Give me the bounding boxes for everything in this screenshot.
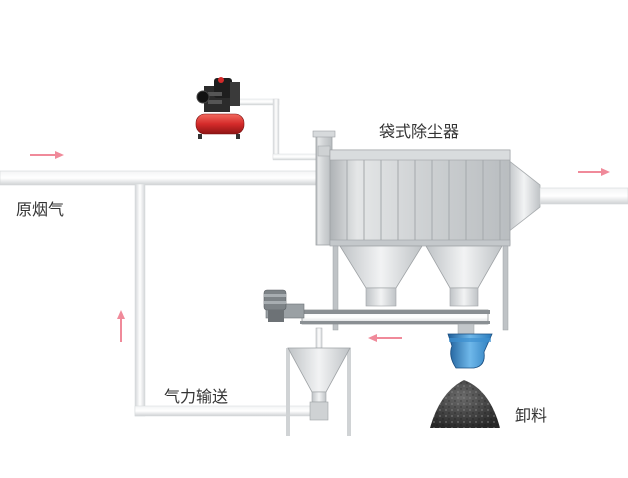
transfer-hopper xyxy=(286,327,351,436)
unloading-label: 卸料 xyxy=(515,406,548,425)
ash-pile-icon xyxy=(430,380,500,428)
rotary-valve-icon xyxy=(447,323,493,369)
flow-arrow-up xyxy=(117,310,125,342)
raw-flue-gas-label: 原烟气 xyxy=(16,200,65,219)
inlet-flue-pipe xyxy=(0,170,319,186)
bag-filter xyxy=(312,130,511,331)
outlet-pipe xyxy=(507,159,628,233)
bag-filter-label: 袋式除尘器 xyxy=(379,122,460,141)
flow-arrow-left xyxy=(368,334,402,342)
screw-conveyor xyxy=(300,309,490,325)
flow-arrow-outlet xyxy=(578,168,610,176)
compressed-air-line xyxy=(238,98,322,161)
flow-arrow-inlet xyxy=(30,151,64,159)
air-compressor-icon xyxy=(195,77,245,139)
motor-icon xyxy=(263,289,305,322)
pneumatic-conveying-label: 气力输送 xyxy=(164,387,229,406)
